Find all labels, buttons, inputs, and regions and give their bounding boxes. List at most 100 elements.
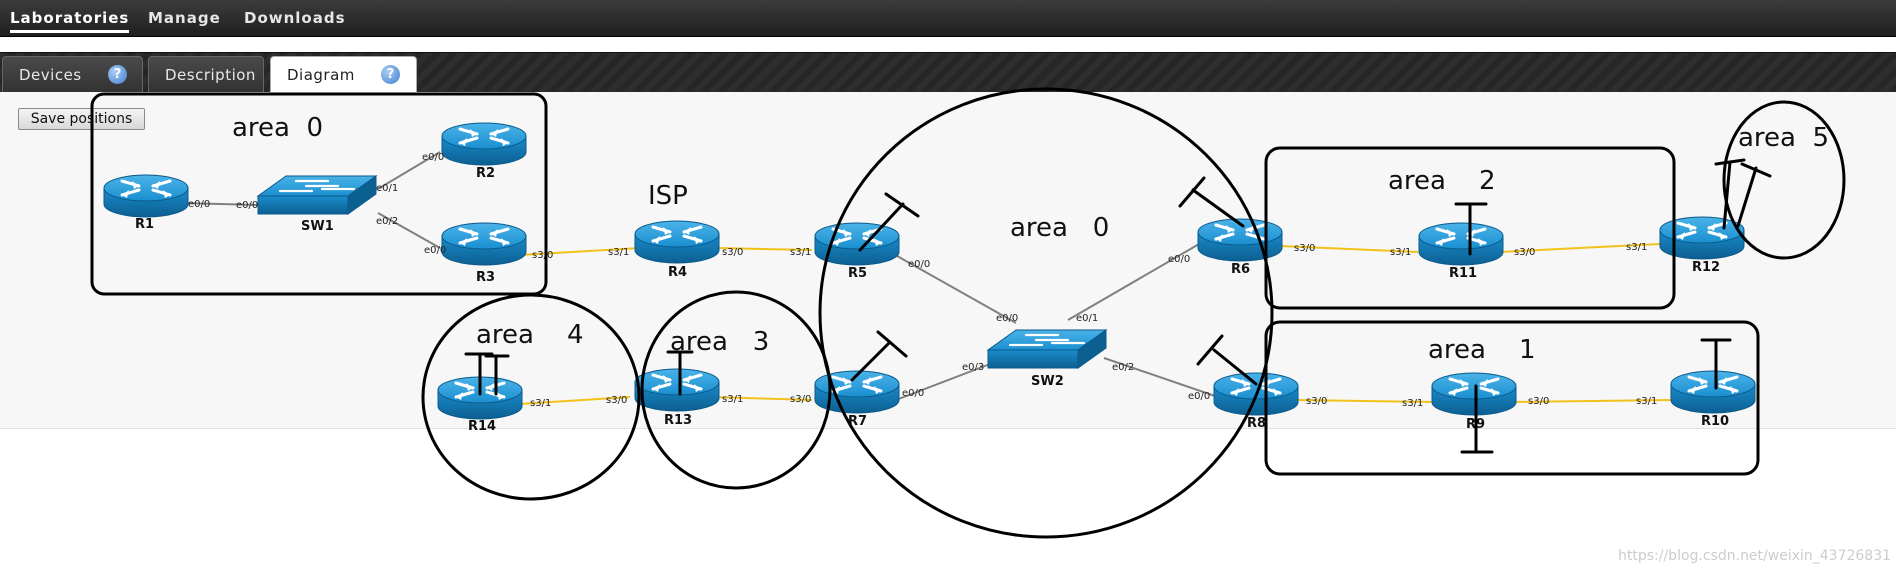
ink-mark [850, 330, 908, 382]
router-icon [1430, 371, 1518, 417]
router-r12[interactable]: R12 [1658, 215, 1746, 275]
area0-center-label: area 0 [1010, 213, 1109, 243]
switch-sw1[interactable]: SW1 [256, 174, 378, 234]
area3-circle [640, 290, 832, 490]
router-icon [1669, 369, 1757, 415]
port-label: e0/2 [376, 216, 398, 227]
devices: R1 R2 R3 R4 R5 R6 R11 R12 R14 R13 R7 R8 … [102, 121, 1757, 434]
isp-label: ISP [648, 181, 688, 211]
ink-mark [1196, 334, 1258, 386]
tab-description-label: Description [165, 66, 256, 84]
port-label: s3/1 [1636, 396, 1657, 407]
ink-mark [1736, 162, 1772, 228]
router-icon [440, 221, 528, 267]
device-label-r3: R3 [476, 270, 495, 285]
device-label-r1: R1 [135, 217, 154, 232]
nav-manage[interactable]: Manage [148, 9, 221, 27]
ink-mark [1178, 176, 1245, 228]
link-r4-r5 [715, 247, 813, 251]
router-icon [102, 173, 190, 219]
port-label: e0/0 [422, 152, 444, 163]
device-label-r6: R6 [1231, 262, 1250, 277]
save-positions-button[interactable]: Save positions [18, 108, 145, 130]
router-icon [633, 367, 721, 413]
router-r13[interactable]: R13 [633, 367, 721, 428]
device-label-r11: R11 [1449, 266, 1477, 281]
port-label: s3/1 [530, 398, 551, 409]
port-label: e0/0 [1188, 391, 1210, 402]
router-r5[interactable]: R5 [813, 221, 901, 281]
tab-diagram[interactable]: Diagram [270, 56, 417, 92]
ink-mark [1460, 384, 1494, 454]
port-label: e0/0 [908, 259, 930, 270]
tab-devices[interactable]: Devices [2, 56, 143, 92]
area1-label: area 1 [1428, 335, 1536, 365]
link-sw1-r3 [377, 212, 441, 249]
port-label: e0/0 [1168, 254, 1190, 265]
annotation-shapes [90, 87, 1846, 539]
switch-icon [256, 174, 378, 216]
port-label: s3/0 [532, 250, 553, 261]
area0-top-label: area 0 [232, 113, 323, 143]
port-label: e0/0 [902, 388, 924, 399]
device-label-r7: R7 [848, 414, 867, 429]
link-r7-sw2 [895, 363, 991, 401]
port-label: s3/0 [1514, 247, 1535, 258]
ink-mark [484, 354, 510, 396]
router-r4[interactable]: R4 [633, 219, 721, 280]
port-label: s3/0 [606, 395, 627, 406]
top-navigation-bar [0, 0, 1896, 37]
router-r9[interactable]: R9 [1430, 371, 1518, 432]
switch-sw2[interactable]: SW2 [986, 328, 1108, 389]
ink-mark [1454, 202, 1488, 256]
port-label: s3/1 [790, 247, 811, 258]
area4-circle [421, 293, 641, 501]
device-label-r13: R13 [664, 413, 692, 428]
port-label: e0/1 [1076, 313, 1098, 324]
port-label: e0/0 [424, 245, 446, 256]
port-label: e0/2 [1112, 362, 1134, 373]
port-label: s3/1 [1390, 247, 1411, 258]
link-r13-r7 [709, 396, 813, 401]
router-r3[interactable]: R3 [440, 221, 528, 285]
link-r5-sw2 [889, 251, 1017, 324]
area3-label: area 3 [670, 327, 769, 357]
link-r11-r12 [1499, 243, 1661, 253]
router-r1[interactable]: R1 [102, 173, 190, 232]
link-r8-r9 [1295, 399, 1435, 403]
area0-top-box [90, 92, 548, 296]
link-sw2-r8 [1103, 357, 1219, 398]
port-label: e0/0 [996, 313, 1018, 324]
diagram-help-icon[interactable]: ? [381, 65, 400, 84]
link-sw2-r6 [1067, 239, 1207, 321]
router-r7[interactable]: R7 [813, 369, 901, 429]
device-label-r8: R8 [1247, 416, 1266, 431]
link-r9-r10 [1513, 399, 1675, 403]
device-label-r4: R4 [668, 265, 687, 280]
router-r8[interactable]: R8 [1212, 371, 1300, 431]
port-label: e0/3 [962, 362, 984, 373]
router-r10[interactable]: R10 [1669, 369, 1757, 429]
devices-help-icon[interactable]: ? [108, 65, 127, 84]
router-r2[interactable]: R2 [440, 121, 528, 181]
router-r6[interactable]: R6 [1196, 217, 1284, 277]
ink-mark [464, 352, 494, 396]
router-icon [1417, 221, 1505, 267]
area2-label: area 2 [1388, 166, 1496, 196]
link-r14-r13 [519, 396, 631, 405]
ink-mark [1700, 338, 1732, 390]
router-icon [633, 219, 721, 265]
device-label-r12: R12 [1692, 260, 1720, 275]
ink-mark [1714, 158, 1746, 230]
port-label: s3/0 [1294, 243, 1315, 254]
tab-description[interactable]: Description [148, 56, 264, 92]
watermark: https://blog.csdn.net/weixin_43726831 [1618, 548, 1892, 564]
router-r14[interactable]: R14 [436, 375, 524, 434]
port-label: s3/0 [790, 394, 811, 405]
device-label-r10: R10 [1701, 414, 1729, 429]
nav-downloads[interactable]: Downloads [244, 9, 346, 27]
router-r11[interactable]: R11 [1417, 221, 1505, 281]
area0-center-circle [818, 87, 1274, 539]
nav-laboratories[interactable]: Laboratories [10, 9, 130, 33]
port-label: e0/0 [236, 200, 258, 211]
